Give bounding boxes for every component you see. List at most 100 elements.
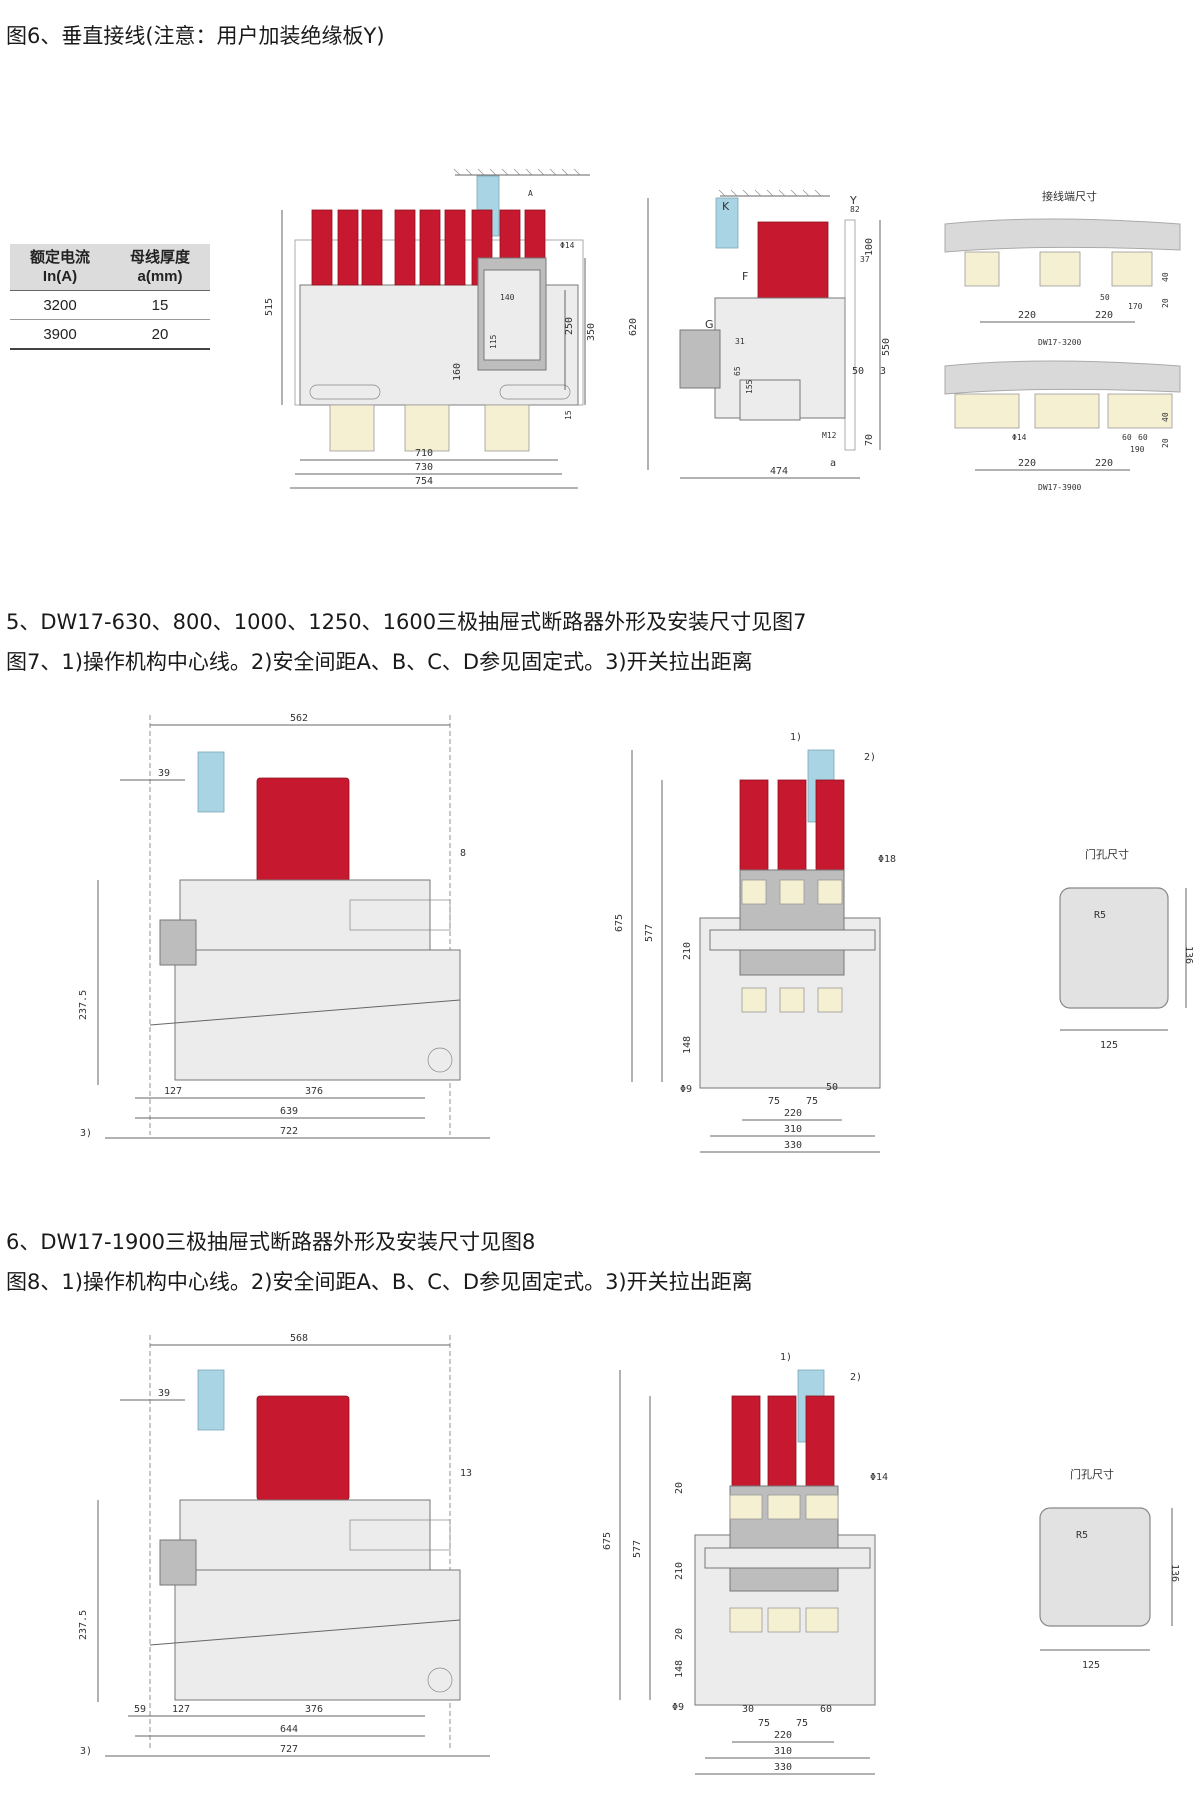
- fig7-door-cutout: 门孔尺寸 R5 125 136: [1059, 847, 1194, 1051]
- fig8-handle: [197, 1369, 225, 1431]
- door-height: 136: [1169, 1564, 1180, 1582]
- dim-20-bottom: 20: [674, 1628, 685, 1640]
- fig7-heading: 图7、1)操作机构中心线。2)安全间距A、B、C、D参见固定式。3)开关拉出距离: [6, 650, 753, 674]
- label-a-side: a: [830, 458, 836, 469]
- table-row: 3900 20: [10, 319, 210, 350]
- dim-220: 220: [774, 1730, 792, 1741]
- dim-350: 350: [586, 323, 597, 341]
- dim-3200-170: 170: [1128, 302, 1143, 311]
- dim-310: 310: [774, 1746, 792, 1757]
- dim-75-a: 75: [768, 1096, 780, 1107]
- dim-30: 30: [742, 1704, 754, 1715]
- dim-160: 160: [452, 363, 463, 381]
- dim-3200-20: 20: [1161, 298, 1170, 308]
- note-2: 2): [850, 1372, 862, 1383]
- dim-155: 155: [745, 379, 754, 394]
- dim-577: 577: [644, 924, 655, 942]
- dim-3200-40: 40: [1161, 272, 1170, 282]
- dim-3900-60-a: 60: [1122, 433, 1132, 442]
- dim-330: 330: [784, 1140, 802, 1151]
- dim-310: 310: [784, 1124, 802, 1135]
- dim-3: 3: [880, 366, 886, 377]
- dim-phi18: Φ18: [878, 854, 896, 865]
- fig6-heading: 图6、垂直接线(注意：用户加装绝缘板Y): [6, 24, 385, 48]
- dim-515: 515: [264, 298, 275, 316]
- dim-115: 115: [489, 334, 498, 349]
- door-radius: R5: [1094, 910, 1106, 921]
- dim-3900-20: 20: [1161, 438, 1170, 448]
- fig7-side-view: 562 39 8 237.5 127 376 639 722 3): [78, 713, 490, 1139]
- door-width: 125: [1082, 1660, 1100, 1671]
- side-handle: [715, 197, 739, 249]
- dim-620: 620: [628, 318, 639, 336]
- dim-730: 730: [415, 462, 433, 473]
- dim-3900-40: 40: [1161, 412, 1170, 422]
- dim-50: 50: [852, 366, 864, 377]
- fig6-side-view: 620 550 82 37 100 70 50 3 474 M12 a K F …: [628, 189, 892, 479]
- fig6-front-view: 710 730 754 515 350 250 160 115 140 15 Φ…: [264, 168, 597, 489]
- dim-140: 140: [500, 293, 515, 302]
- dim-675: 675: [614, 914, 625, 932]
- dim-722: 722: [280, 1126, 298, 1137]
- dim-3900-phi14: Φ14: [1012, 433, 1027, 442]
- dim-39: 39: [158, 1388, 170, 1399]
- dim-75-b: 75: [806, 1096, 818, 1107]
- dim-210: 210: [674, 1562, 685, 1580]
- dim-100: 100: [864, 238, 875, 256]
- dim-75-a: 75: [758, 1718, 770, 1729]
- dim-65: 65: [733, 366, 742, 376]
- dim-710: 710: [415, 448, 433, 459]
- dim-3900-60-b: 60: [1138, 433, 1148, 442]
- dim-82: 82: [850, 205, 860, 214]
- dim-376: 376: [305, 1086, 323, 1097]
- fig8-side-view: 568 39 13 237.5 59 127 376 644 727 3): [78, 1333, 490, 1757]
- table-row: 3200 15: [10, 290, 210, 320]
- door-title: 门孔尺寸: [1070, 1467, 1114, 1481]
- dim-376: 376: [305, 1704, 323, 1715]
- fig8-heading: 图8、1)操作机构中心线。2)安全间距A、B、C、D参见固定式。3)开关拉出距离: [6, 1270, 753, 1294]
- fig8-pole: [256, 1395, 350, 1501]
- note-3: 3): [80, 1746, 92, 1757]
- dim-phi9: Φ9: [680, 1084, 692, 1095]
- label-a: A: [528, 189, 533, 198]
- label-m12: M12: [822, 431, 837, 440]
- door-radius: R5: [1076, 1530, 1088, 1541]
- dim-577: 577: [632, 1540, 643, 1558]
- section5-heading: 5、DW17-630、800、1000、1250、1600三极抽屉式断路器外形及…: [6, 610, 807, 634]
- dim-70: 70: [864, 434, 875, 446]
- dim-phi9: Φ9: [672, 1702, 684, 1713]
- dim-3900-220-a: 220: [1018, 458, 1036, 469]
- dim-37: 37: [860, 255, 870, 264]
- dim-3200-220-b: 220: [1095, 310, 1113, 321]
- dim-3900-190: 190: [1130, 445, 1145, 454]
- dim-3900-220-b: 220: [1095, 458, 1113, 469]
- door-hole: [1059, 887, 1169, 1009]
- dim-210: 210: [682, 942, 693, 960]
- door-hole: [1039, 1507, 1151, 1627]
- dim-3200-50: 50: [1100, 293, 1110, 302]
- note-3: 3): [80, 1128, 92, 1139]
- dim-3200-220-a: 220: [1018, 310, 1036, 321]
- label-f: F: [742, 270, 748, 283]
- dim-148: 148: [682, 1036, 693, 1054]
- door-title: 门孔尺寸: [1085, 847, 1129, 861]
- dim-474: 474: [770, 466, 788, 477]
- dim-60: 60: [820, 1704, 832, 1715]
- note-1: 1): [790, 732, 802, 743]
- model-3900: DW17-3900: [1038, 483, 1082, 492]
- dim-220: 220: [784, 1108, 802, 1119]
- dim-562: 562: [290, 713, 308, 724]
- dim-20-top: 20: [674, 1482, 685, 1494]
- fig7-front-view: 1) 2) Φ18 675 577 210 148 Φ9 50 75 75 22…: [614, 732, 896, 1153]
- dim-550: 550: [881, 338, 892, 356]
- terminal-title: 接线端尺寸: [1042, 189, 1097, 203]
- model-3200: DW17-3200: [1038, 338, 1082, 347]
- dim-15: 15: [564, 410, 573, 420]
- note-2: 2): [864, 752, 876, 763]
- fig8-front-view: 1) 2) Φ14 675 577 20 210 148 20 Φ9 30 60…: [602, 1352, 888, 1775]
- door-width: 125: [1100, 1040, 1118, 1051]
- dim-75-b: 75: [796, 1718, 808, 1729]
